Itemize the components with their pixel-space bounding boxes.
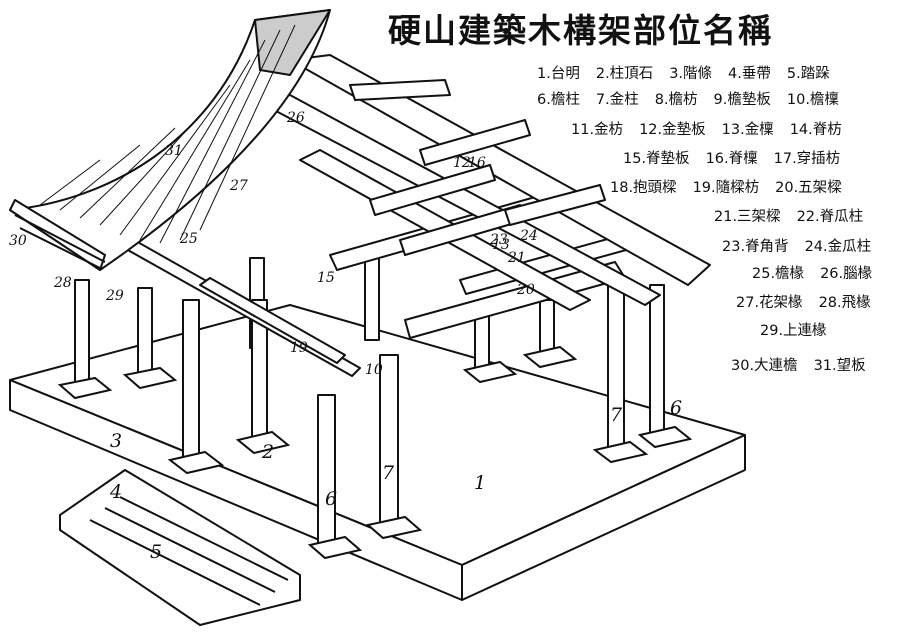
legend-item: 11.金枋 (571, 122, 624, 138)
legend-item: 24.金瓜柱 (804, 239, 872, 255)
callout-20: 20 (517, 282, 535, 298)
legend-item: 14.脊枋 (789, 122, 842, 138)
legend-item: 5.踏跺 (786, 66, 830, 82)
legend-item: 18.抱頭樑 (610, 180, 677, 196)
legend-item: 31.望板 (813, 358, 866, 374)
callout-29: 29 (106, 288, 124, 304)
callout-24: 24 (520, 228, 538, 244)
legend-item: 29.上連椽 (760, 323, 827, 339)
legend-row-7: 23.脊角背 24.金瓜柱 (722, 235, 871, 256)
legend-item: 25.檐椽 (752, 266, 805, 282)
legend-item: 17.穿插枋 (773, 151, 841, 167)
legend-item: 16.脊檁 (705, 151, 758, 167)
platform-right-face (461, 434, 746, 601)
column-base-stones (57, 345, 693, 560)
callout-27: 27 (230, 178, 248, 194)
legend-row-4: 15.脊墊板 16.脊檁 17.穿插枋 (623, 147, 840, 168)
legend-row-2: 6.檐柱 7.金柱 8.檐枋 9.檐墊板 10.檐檁 (537, 88, 839, 109)
legend-item: 3.階條 (669, 66, 713, 82)
legend-item: 2.柱頂石 (595, 66, 654, 82)
callout-28: 28 (54, 275, 72, 291)
callout-6: 6 (325, 488, 338, 510)
legend-item: 6.檐柱 (537, 92, 580, 108)
diagram-title: 硬山建築木構架部位名稱 (388, 11, 773, 50)
legend-row-11: 30.大連檐 31.望板 (731, 354, 866, 375)
legend-item: 12.金墊板 (639, 122, 706, 138)
legend-item: 30.大連檐 (731, 358, 798, 374)
legend-item: 26.腦椽 (820, 266, 873, 282)
legend-item: 21.三架樑 (714, 209, 781, 225)
legend-item: 7.金柱 (595, 92, 639, 108)
callout-13: 13 (492, 237, 510, 253)
legend-item: 4.垂帶 (728, 66, 771, 82)
legend-item: 23.脊角背 (722, 239, 789, 255)
callout-15: 15 (317, 270, 335, 286)
legend-row-10: 29.上連椽 (760, 319, 827, 340)
legend-item: 28.飛椽 (818, 295, 871, 311)
callout-3: 3 (110, 430, 123, 452)
callout-31: 31 (165, 143, 183, 159)
legend-row-3: 11.金枋 12.金墊板 13.金檁 14.脊枋 (571, 118, 842, 139)
legend-item: 20.五架樑 (775, 180, 842, 196)
callout-23: 23 (490, 232, 508, 248)
callout-30: 30 (9, 233, 27, 249)
legend-item: 9.檐墊板 (713, 92, 771, 108)
callout-5: 5 (150, 541, 163, 563)
legend-item: 1.台明 (537, 66, 580, 82)
legend-row-1: 1.台明 2.柱頂石 3.階條 4.垂帶 5.踏跺 (537, 62, 830, 83)
legend-item: 10.檐檁 (786, 92, 839, 108)
legend-row-6: 21.三架樑 22.脊瓜柱 (714, 205, 863, 226)
legend-row-5: 18.抱頭樑 19.隨樑枋 20.五架樑 (610, 176, 842, 197)
roof-hatching (39, 24, 296, 244)
legend-item: 15.脊墊板 (623, 151, 690, 167)
legend-item: 27.花架椽 (736, 295, 803, 311)
callout-2: 2 (262, 441, 275, 463)
callout-21: 21 (508, 250, 526, 266)
legend-row-8: 25.檐椽 26.腦椽 (752, 262, 872, 283)
callout-19: 19 (290, 340, 308, 356)
legend-item: 13.金檁 (721, 122, 774, 138)
legend-item: 19.隨樑枋 (692, 180, 760, 196)
callout-10: 10 (365, 362, 383, 378)
callout-7: 7 (610, 404, 623, 426)
legend-row-9: 27.花架椽 28.飛椽 (736, 291, 871, 312)
callout-16: 16 (468, 155, 486, 171)
callout-1: 1 (474, 472, 487, 494)
flying-rafters-30 (14, 214, 106, 269)
callout-4: 4 (110, 481, 123, 503)
legend-item: 8.檐枋 (654, 92, 698, 108)
callout-26: 26 (287, 110, 305, 126)
callout-25: 25 (180, 231, 198, 247)
callout-7: 7 (382, 462, 395, 484)
steps (59, 469, 301, 626)
legend-item: 22.脊瓜柱 (796, 209, 864, 225)
callout-12: 12 (453, 155, 471, 171)
callout-6: 6 (670, 397, 683, 419)
